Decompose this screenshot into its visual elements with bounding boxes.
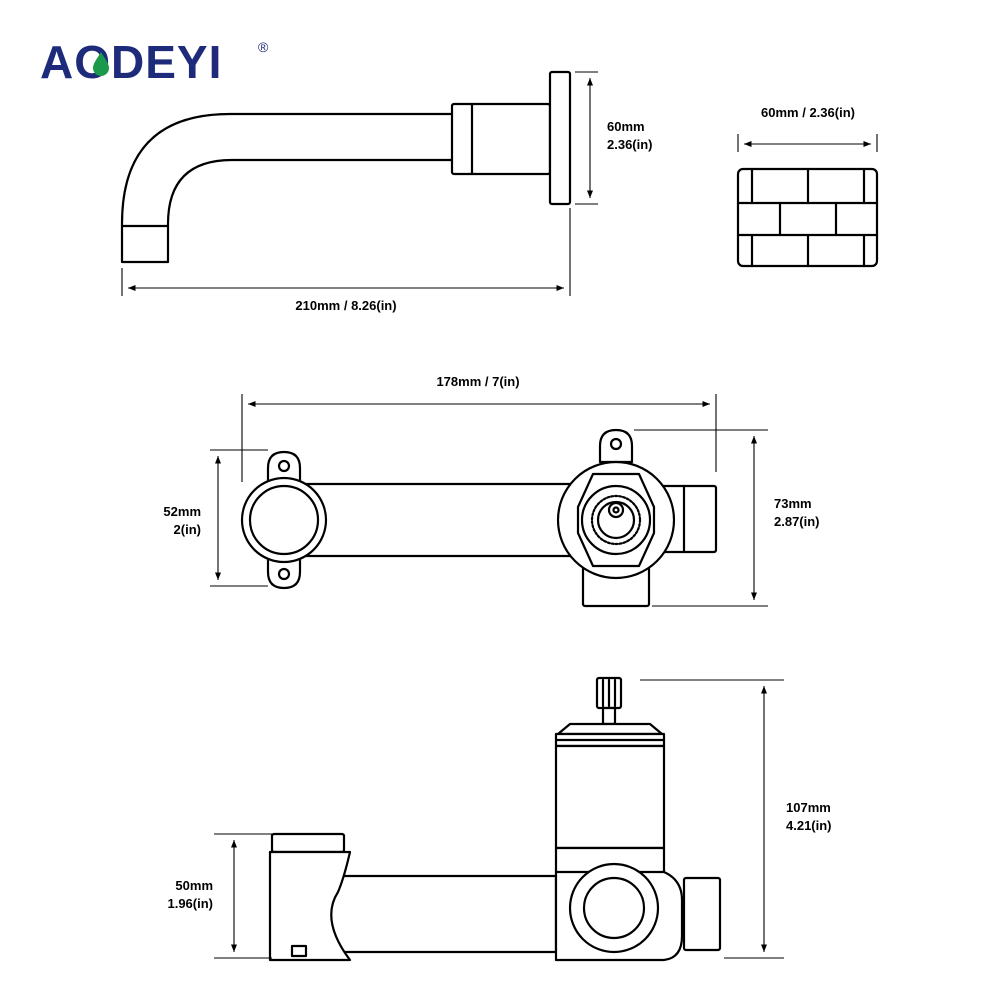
spout-height-mm: 60mm (607, 119, 645, 134)
water-drop-icon (93, 52, 109, 76)
side-height-mm: 107mm (786, 800, 831, 815)
brick-wall-icon (736, 167, 879, 268)
spout-drawing: 60mm 2.36(in) 210mm / 8.26(in) (120, 70, 653, 313)
valve-right-mm: 73mm (774, 496, 812, 511)
spout-length: 210mm / 8.26(in) (295, 298, 396, 313)
cover-plate-width: 60mm / 2.36(in) (761, 105, 855, 120)
valve-left-in: 2(in) (174, 522, 201, 537)
logo-text: AODEYI (40, 36, 222, 88)
side-left-mm: 50mm (175, 878, 213, 893)
side-left-in: 1.96(in) (167, 896, 213, 911)
spout-height-in: 2.36(in) (607, 137, 653, 152)
valve-right-in: 2.87(in) (774, 514, 820, 529)
side-height-in: 4.21(in) (786, 818, 832, 833)
valve-side-view: 50mm 1.96(in) 107mm 4.21(in) (167, 676, 832, 962)
valve-length: 178mm / 7(in) (436, 374, 519, 389)
brand-logo: AODEYI ® (40, 36, 269, 88)
valve-left-mm: 52mm (163, 504, 201, 519)
cover-plate-drawing: 60mm / 2.36(in) (736, 105, 879, 268)
valve-top-view: 178mm / 7(in) 52mm 2(in) (163, 374, 820, 608)
registered-mark: ® (258, 39, 269, 55)
